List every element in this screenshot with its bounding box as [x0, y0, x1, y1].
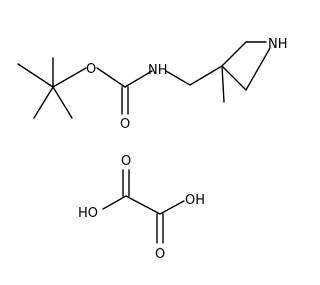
nitrogen-to-methylene-bond: [165, 70, 191, 86]
right-carbonyl-oxygen-label: O: [155, 247, 165, 262]
tbutyl-bond-lower-right: [52, 86, 73, 119]
tbutyl-to-oxygen-bond: [52, 67, 87, 88]
left-hydroxyl-bond: [102, 195, 127, 210]
left-hydroxyl-label: HO: [78, 206, 98, 221]
azetidine-bond-right-bottom: [245, 47, 271, 91]
tbutyl-bond-upper-left: [17, 63, 54, 88]
methyl-bond: [221, 65, 225, 103]
azetidine-bond-bottom-left: [221, 65, 247, 91]
azetidine-nitrogen-label: NH: [268, 37, 288, 52]
ester-oxygen-label: O: [86, 62, 96, 77]
oxygen-to-carbonyl-bond: [96, 67, 126, 88]
central-carbon-carbon-bond: [125, 195, 161, 215]
right-hydroxyl-bond: [159, 200, 185, 215]
right-hydroxyl-label: OH: [185, 193, 205, 208]
carbonyl-oxygen-label: O: [120, 117, 130, 132]
azetidine-bond-left-top: [221, 41, 247, 67]
tbutyl-bond-lower-left: [33, 86, 54, 119]
carbamate-molecule: [17, 41, 271, 119]
chemical-structure-drawing: O O NH NH HO OH O O: [17, 37, 288, 262]
oxalic-acid-molecule: [102, 169, 185, 244]
carbonyl-to-nitrogen-bond: [124, 70, 153, 88]
left-carbonyl-oxygen-label: O: [121, 154, 131, 169]
methylene-to-quaternary-bond: [189, 65, 223, 86]
carbamate-nitrogen-label: NH: [148, 63, 168, 78]
